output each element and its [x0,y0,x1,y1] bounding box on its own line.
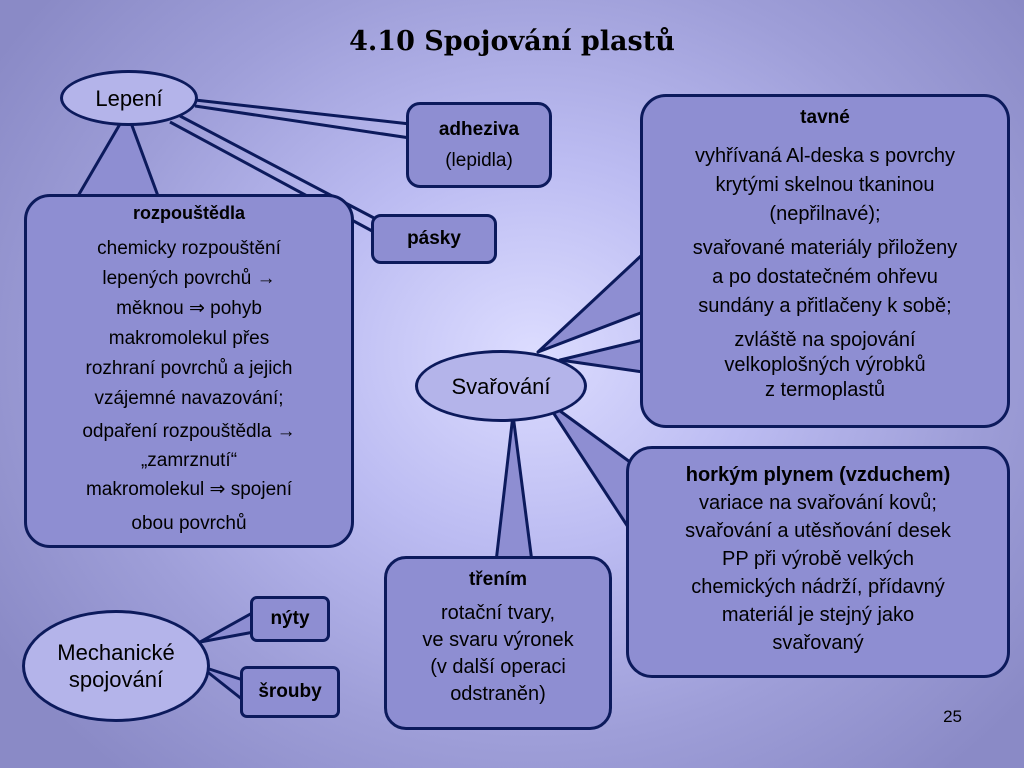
box-trenim-line: ve svaru výronek [422,629,574,651]
box-rozpoustedla-line: obou povrchů [131,513,247,534]
node-mechanicke-label-line: Mechanické [57,640,175,665]
box-pasky-label: pásky [407,228,461,249]
box-nyty: nýty [250,596,330,642]
box-rozpoustedla-line: makromolekul ⇒ spojení [85,479,292,500]
connector-lepeni-adheziva-2 [194,104,411,140]
box-rozpoustedla-line: měknou ⇒ pohyb [116,298,262,319]
connector-mechanicke-nyty [198,610,256,644]
node-mechanicke-spojovani: Mechanické spojování [22,610,210,722]
box-tavne-heading: tavné [800,107,850,128]
box-trenim-line: (v další operaci [430,656,566,678]
box-rozpoustedla-heading: rozpouštědla [132,203,245,223]
box-tavne-line: svařované materiály přiloženy [692,237,958,259]
box-horkym-plynem-line: svařovaný [772,632,864,654]
node-mechanicke-label-line: spojování [68,667,164,692]
box-horkym-plynem-line: chemických nádrží, přídavný [691,576,945,598]
box-trenim-line: odstraněn) [450,683,546,705]
box-tavne-line: velkoplošných výrobků [724,354,926,376]
box-tavne-line: vyhřívaná Al-deska s povrchy [694,145,956,167]
box-srouby: šrouby [240,666,340,718]
box-adheziva: adheziva (lepidla) [406,102,552,188]
box-srouby-label: šrouby [258,681,322,702]
box-adheziva-line: (lepidla) [445,150,513,171]
callout-pointer-horkym-plynem [543,398,632,532]
box-tavne-line: z termoplastů [764,379,886,401]
box-tavne-line: zvláště na spojování [734,329,916,351]
callout-pointer-tavne [536,252,645,354]
box-pasky: pásky [371,214,497,264]
box-rozpoustedla-line: chemicky rozpouštění [97,238,281,259]
box-horkym-plynem-line: svařování a utěsňování desek [685,520,951,542]
node-svarovani-label: Svařování [451,373,551,399]
box-adheziva-heading: adheziva [438,119,520,140]
box-tavne-line: a po dostatečném ohřevu [712,266,938,288]
box-horkym-plynem-line: materiál je stejný jako [721,604,915,626]
box-tavne-line: sundány a přitlačeny k sobě; [698,295,952,317]
box-horkym-plynem-line: PP při výrobě velkých [722,548,914,570]
box-horkym-plynem: horkým plynem (vzduchem) variace na svař… [626,446,1010,678]
box-rozpoustedla-line: „zamrznutí“ [140,450,238,471]
box-tavne-line: krytými skelnou tkaninou [715,174,935,196]
box-horkym-plynem-line: variace na svařování kovů; [699,492,937,514]
box-nyty-label: nýty [270,608,310,629]
callout-pointer-trenim [494,413,534,564]
box-rozpoustedla-line: rozhraní povrchů a jejich [85,358,293,379]
box-rozpoustedla: rozpouštědla chemicky rozpouštění lepený… [24,194,354,548]
node-mechanicke-label: Mechanické spojování [57,639,174,693]
box-rozpoustedla-line: lepených povrchů → [102,268,276,289]
box-tavne: tavné vyhřívaná Al-deska s povrchy krytý… [640,94,1010,428]
page-number: 25 [943,707,962,726]
box-tavne-line: (nepřilnavé); [769,203,881,225]
node-svarovani: Svařování [415,350,587,422]
box-horkym-plynem-heading: horkým plynem (vzduchem) [685,464,951,486]
box-rozpoustedla-line: makromolekul přes [108,328,270,349]
page-title: 4.10 Spojování plastů [349,26,675,57]
node-lepeni-label: Lepení [95,85,163,111]
box-rozpoustedla-line: vzájemné navazování; [94,388,284,409]
connector-lepeni-adheziva [194,98,411,126]
box-trenim-heading: třením [468,569,528,590]
box-trenim-line: rotační tvary, [440,602,556,624]
box-rozpoustedla-line: odpaření rozpouštědla → [82,421,296,442]
box-trenim: třením rotační tvary, ve svaru výronek (… [384,556,612,730]
node-lepeni: Lepení [60,70,198,126]
